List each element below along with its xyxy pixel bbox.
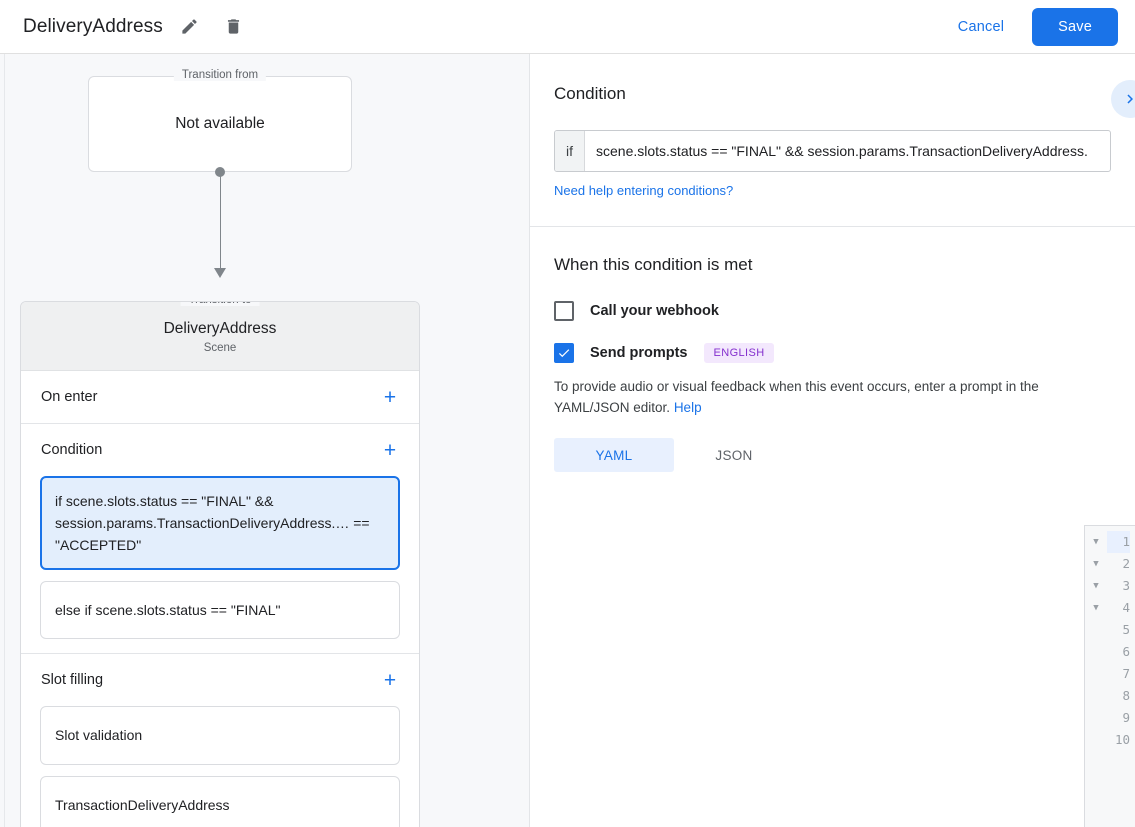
editor-line-number: 4	[1122, 600, 1130, 615]
section-title-slot-filling: Slot filling	[41, 672, 104, 689]
page-title: DeliveryAddress	[23, 15, 163, 37]
pencil-icon[interactable]	[173, 10, 207, 44]
condition-if-label: if	[555, 131, 585, 171]
section-title-condition: Condition	[41, 442, 103, 458]
right-detail-panel: Condition if Need help entering conditio…	[530, 54, 1135, 827]
connector-arrowhead	[214, 268, 226, 278]
tab-yaml[interactable]: YAML	[554, 438, 674, 473]
transition-to-card: Transition to DeliveryAddress Scene On e…	[20, 301, 420, 827]
fold-spacer	[1085, 619, 1107, 641]
transition-to-legend: Transition to	[180, 301, 260, 306]
transition-from-legend: Transition from	[173, 69, 267, 81]
webhook-checkbox-row[interactable]: Call your webhook	[554, 301, 1111, 321]
language-badge: ENGLISH	[704, 343, 774, 363]
condition-input-group: if	[554, 130, 1111, 172]
when-met-title: When this condition is met	[554, 255, 753, 274]
left-graph-panel: Transition from Not available Transition…	[0, 54, 530, 827]
send-prompts-checkbox[interactable]	[554, 343, 574, 363]
section-header-on-enter[interactable]: On enter +	[21, 371, 419, 423]
add-condition-button[interactable]: +	[383, 438, 397, 462]
prompts-helper-sentence: To provide audio or visual feedback when…	[554, 379, 1039, 415]
editor-fold-gutter[interactable]: ▼ ▼ ▼ ▼	[1085, 526, 1107, 827]
webhook-checkbox[interactable]	[554, 301, 574, 321]
topbar-left-group: DeliveryAddress	[0, 10, 251, 44]
editor-line-number: 10	[1114, 732, 1130, 747]
trash-icon[interactable]	[217, 10, 251, 44]
editor-line-number: 8	[1122, 688, 1130, 703]
section-header-condition[interactable]: Condition +	[21, 424, 419, 476]
slot-item-transaction-delivery-address[interactable]: TransactionDeliveryAddress	[40, 775, 400, 827]
send-prompts-checkbox-row[interactable]: Send prompts ENGLISH	[554, 343, 1111, 363]
editor-line-number: 5	[1122, 622, 1130, 637]
condition-item[interactable]: else if scene.slots.status == "FINAL"	[40, 581, 400, 640]
connector-line	[219, 172, 221, 272]
prompts-helper-text: To provide audio or visual feedback when…	[554, 377, 1111, 418]
top-app-bar: DeliveryAddress Cancel Save	[0, 0, 1135, 54]
editor-line-number: 6	[1122, 644, 1130, 659]
transition-to-name: DeliveryAddress	[163, 320, 277, 337]
tab-json[interactable]: JSON	[715, 447, 753, 463]
add-on-enter-button[interactable]: +	[383, 385, 397, 409]
editor-line-number: 9	[1122, 710, 1130, 725]
editor-line-number-gutter: 1 2 3 4 5 6 7 8 9 10	[1107, 526, 1135, 827]
transition-from-card[interactable]: Transition from Not available	[88, 69, 352, 172]
prompts-help-link[interactable]: Help	[673, 399, 702, 415]
section-on-enter: On enter +	[21, 371, 419, 424]
slot-validation-item[interactable]: Slot validation	[40, 706, 400, 765]
condition-section: Condition if Need help entering conditio…	[530, 54, 1135, 227]
fold-spacer	[1085, 663, 1107, 685]
send-prompts-label: Send prompts	[590, 345, 688, 361]
transition-to-kind: Scene	[203, 342, 237, 354]
section-header-slot-filling[interactable]: Slot filling +	[21, 654, 419, 706]
fold-spacer	[1085, 641, 1107, 663]
editor-line-number: 2	[1122, 556, 1130, 571]
transition-from-value: Not available	[175, 115, 265, 132]
section-title-on-enter: On enter	[41, 389, 98, 405]
chevron-right-icon[interactable]	[1111, 80, 1135, 118]
fold-spacer	[1085, 729, 1107, 751]
fold-toggle-icon[interactable]: ▼	[1093, 537, 1099, 547]
editor-line-number: 7	[1122, 666, 1130, 681]
editor-line-number: 1	[1107, 531, 1130, 553]
fold-spacer	[1085, 707, 1107, 729]
editor-format-tabs: YAML JSON	[554, 438, 1111, 473]
condition-help-link[interactable]: Need help entering conditions?	[554, 183, 734, 198]
when-condition-met-section: When this condition is met Call your web…	[530, 227, 1135, 473]
cancel-button[interactable]: Cancel	[948, 10, 1014, 44]
add-slot-filling-button[interactable]: +	[383, 668, 397, 692]
fold-toggle-icon[interactable]: ▼	[1093, 581, 1099, 591]
section-condition: Condition + if scene.slots.status == "FI…	[21, 424, 419, 655]
condition-item-selected[interactable]: if scene.slots.status == "FINAL" && sess…	[40, 476, 400, 571]
fold-spacer	[1085, 685, 1107, 707]
fold-toggle-icon[interactable]: ▼	[1093, 559, 1099, 569]
condition-expression-input[interactable]	[585, 131, 1110, 171]
section-slot-filling: Slot filling + Slot validation Transacti…	[21, 654, 419, 827]
fold-toggle-icon[interactable]: ▼	[1093, 603, 1099, 613]
section-body-condition: if scene.slots.status == "FINAL" && sess…	[21, 476, 419, 653]
webhook-checkbox-label: Call your webhook	[590, 303, 719, 319]
topbar-right-group: Cancel Save	[948, 7, 1135, 46]
save-button[interactable]: Save	[1032, 7, 1118, 46]
transition-to-header[interactable]: DeliveryAddress Scene	[21, 302, 419, 371]
section-body-slot-filling: Slot validation TransactionDeliveryAddre…	[21, 706, 419, 827]
main-body: Transition from Not available Transition…	[0, 54, 1135, 827]
editor-line-number: 3	[1122, 578, 1130, 593]
left-rail-divider	[0, 54, 5, 827]
condition-heading: Condition	[554, 84, 626, 103]
